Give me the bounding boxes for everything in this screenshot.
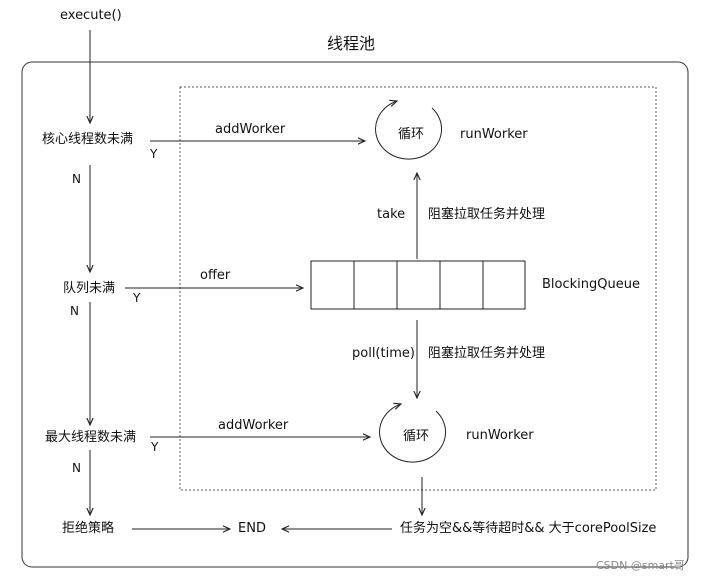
blocking-queue-label: BlockingQueue: [542, 277, 640, 292]
loop-bottom-label: 循环: [403, 429, 430, 444]
core-not-full-label: 核心线程数未满: [42, 132, 134, 147]
empty-timeout-condition-label: 任务为空&&等待超时&& 大于corePoolSize: [400, 521, 657, 536]
branch-y-queue: Y: [133, 291, 141, 305]
poll-label: poll(time): [352, 346, 415, 361]
execute-label: execute(): [60, 8, 122, 23]
offer-label: offer: [200, 268, 231, 283]
watermark: CSDN @smart哥: [596, 559, 685, 572]
reject-policy-label: 拒绝策略: [62, 521, 115, 536]
block-fetch-top-label: 阻塞拉取任务并处理: [428, 207, 546, 222]
blocking-queue: [310, 260, 526, 310]
branch-n-queue: N: [70, 304, 79, 318]
runworker-bottom-label: runWorker: [466, 428, 534, 443]
block-fetch-bottom-label: 阻塞拉取任务并处理: [428, 346, 546, 361]
addworker-top-label: addWorker: [215, 122, 286, 137]
diagram-title: 线程池: [327, 34, 376, 53]
max-not-full-label: 最大线程数未满: [45, 430, 137, 445]
loop-cycle-icon-top: [375, 101, 442, 160]
take-label: take: [377, 207, 406, 222]
branch-n-max: N: [72, 461, 81, 475]
thread-pool-outer-box: [21, 61, 689, 568]
loop-cycle-icon-bottom: [379, 404, 446, 463]
branch-y-core: Y: [150, 147, 158, 161]
branch-n-core: N: [72, 172, 81, 186]
branch-y-max: Y: [151, 440, 159, 454]
addworker-bottom-label: addWorker: [218, 418, 289, 433]
queue-not-full-label: 队列未满: [63, 281, 116, 296]
end-label: END: [238, 521, 266, 536]
runworker-top-label: runWorker: [460, 127, 528, 142]
loop-top-label: 循环: [398, 127, 425, 142]
